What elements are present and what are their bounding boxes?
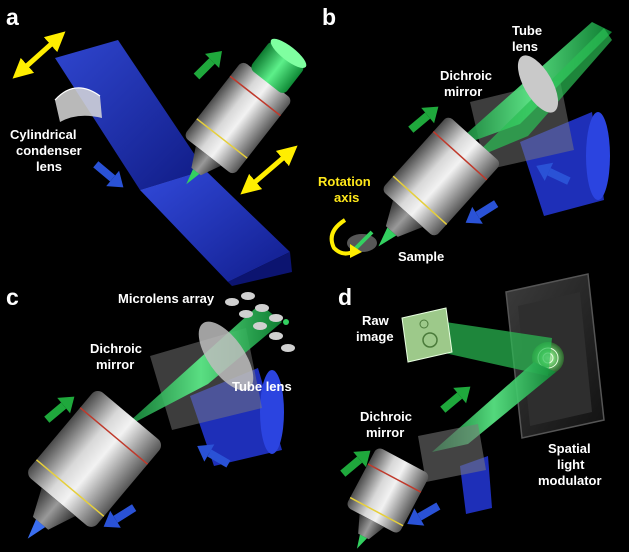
slm-label-3: modulator — [538, 473, 602, 488]
direction-arrow-icon — [340, 450, 371, 477]
tube-lens-label: Tube lens — [232, 379, 292, 394]
direction-arrow-icon — [103, 504, 137, 528]
rotation-arrow-icon — [329, 218, 362, 258]
double-headed-arrow-icon — [12, 31, 66, 79]
spatial-light-modulator — [505, 273, 605, 439]
slm-label: Spatial — [548, 441, 591, 456]
microlens-array — [225, 292, 295, 352]
direction-arrow-icon — [407, 502, 441, 526]
panel-a-letter: a — [6, 4, 19, 30]
condenser-label-2: condenser — [16, 143, 82, 158]
panel-b-letter: b — [322, 4, 336, 30]
direction-arrow-icon — [408, 106, 439, 133]
rotation-axis-label-2: axis — [334, 190, 359, 205]
objective-lens — [347, 448, 429, 549]
panel-c: c — [6, 284, 295, 539]
tube-lens-label-2: lens — [512, 39, 538, 54]
direction-arrow-icon — [197, 444, 231, 468]
double-headed-arrow-icon — [240, 145, 298, 195]
microlens-array-label: Microlens array — [118, 291, 215, 306]
light-sheet — [55, 40, 292, 286]
dichroic-label-2: mirror — [366, 425, 404, 440]
emission-beam — [120, 304, 282, 430]
dichroic-label-2: mirror — [444, 84, 482, 99]
sample-label: Sample — [398, 249, 444, 264]
panel-b: b — [318, 4, 612, 264]
dichroic-label-2: mirror — [96, 357, 134, 372]
objective-lens — [378, 117, 500, 247]
direction-arrow-icon — [536, 162, 571, 185]
dichroic-mirror — [418, 424, 486, 482]
panel-c-letter: c — [6, 284, 19, 310]
objective-lens — [185, 38, 307, 185]
direction-arrow-icon — [440, 386, 471, 413]
dichroic-label: Dichroic — [90, 341, 142, 356]
dichroic-label: Dichroic — [440, 68, 492, 83]
raw-image-label-2: image — [356, 329, 394, 344]
dichroic-label: Dichroic — [360, 409, 412, 424]
direction-arrow-icon — [44, 396, 75, 423]
tube-lens — [517, 55, 559, 113]
panel-d: d — [338, 273, 605, 549]
tube-lens-label: Tube — [512, 23, 542, 38]
panel-a: a — [6, 4, 307, 286]
tube-lens — [198, 321, 254, 391]
slm-label-2: light — [557, 457, 585, 472]
image-beam — [432, 320, 552, 376]
objective-lens — [27, 391, 162, 539]
cylindrical-condenser-lens — [54, 87, 102, 122]
condenser-label-3: lens — [36, 159, 62, 174]
direction-arrow-icon — [465, 200, 499, 224]
raw-image — [401, 307, 453, 363]
rotation-axis-label: Rotation — [318, 174, 371, 189]
direction-arrow-icon — [93, 161, 124, 188]
raw-image-label: Raw — [362, 313, 390, 328]
direction-arrow-icon — [193, 51, 222, 80]
condenser-label: Cylindrical — [10, 127, 76, 142]
panel-d-letter: d — [338, 284, 352, 310]
